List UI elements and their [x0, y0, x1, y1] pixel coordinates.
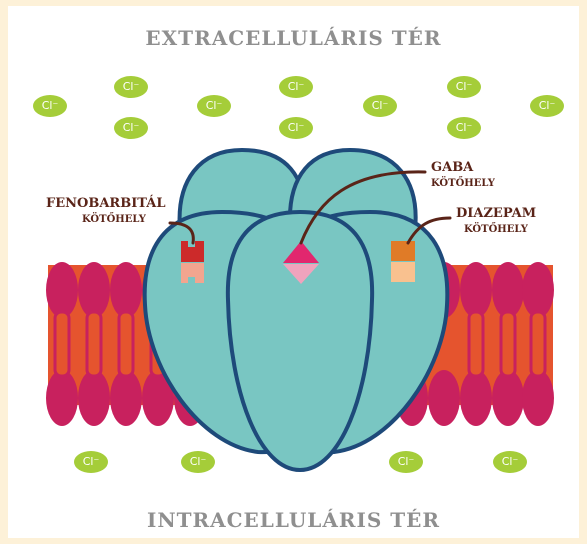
gaba-site-label: GABA — [431, 160, 473, 175]
lipid-tail — [531, 312, 545, 376]
lipid-head — [110, 370, 142, 426]
lipid-tail — [55, 312, 69, 376]
lipid-tail — [469, 312, 483, 376]
chloride-ion-label: Cl⁻ — [74, 451, 108, 473]
lipid-head — [110, 262, 142, 318]
lipid-head — [78, 262, 110, 318]
chloride-ion-label: Cl⁻ — [389, 451, 423, 473]
lipid-head — [492, 370, 524, 426]
lipid-head — [460, 370, 492, 426]
phenobarbital-binding-site — [181, 241, 204, 283]
lipid-head — [460, 262, 492, 318]
diazepam-site-label: DIAZEPAM — [456, 206, 536, 221]
membrane-tails-right — [469, 312, 545, 376]
extracellular-space-title: EXTRACELLULÁRIS TÉR — [0, 26, 587, 50]
chloride-ion-label: Cl⁻ — [363, 95, 397, 117]
chloride-ion-label: Cl⁻ — [447, 76, 481, 98]
chloride-ion-label: Cl⁻ — [279, 117, 313, 139]
chloride-ion-label: Cl⁻ — [197, 95, 231, 117]
lipid-tail — [87, 312, 101, 376]
diazepam-site-lower — [391, 262, 415, 282]
lipid-head — [46, 370, 78, 426]
intracellular-space-title: INTRACELLULÁRIS TÉR — [0, 508, 587, 532]
lipid-head — [428, 370, 460, 426]
chloride-ion-label: Cl⁻ — [493, 451, 527, 473]
chloride-ion-label: Cl⁻ — [279, 76, 313, 98]
lipid-head — [492, 262, 524, 318]
chloride-ion-label: Cl⁻ — [33, 95, 67, 117]
lipid-head — [46, 262, 78, 318]
lipid-head — [78, 370, 110, 426]
diazepam-site-upper — [391, 241, 415, 261]
chloride-ion-label: Cl⁻ — [114, 76, 148, 98]
lipid-tail — [119, 312, 133, 376]
diazepam-site-sublabel: KÖTŐHELY — [464, 224, 528, 235]
lipid-head — [522, 370, 554, 426]
chloride-ion-label: Cl⁻ — [447, 117, 481, 139]
chloride-ion-label: Cl⁻ — [181, 451, 215, 473]
chloride-ion-label: Cl⁻ — [114, 117, 148, 139]
gaba-site-sublabel: KÖTŐHELY — [431, 178, 495, 189]
chloride-ion-label: Cl⁻ — [530, 95, 564, 117]
lipid-tail — [501, 312, 515, 376]
phenobarbital-site-label: FENOBARBITÁL — [46, 196, 165, 211]
phenobarbital-site-sublabel: KÖTŐHELY — [82, 214, 146, 225]
lipid-head — [522, 262, 554, 318]
